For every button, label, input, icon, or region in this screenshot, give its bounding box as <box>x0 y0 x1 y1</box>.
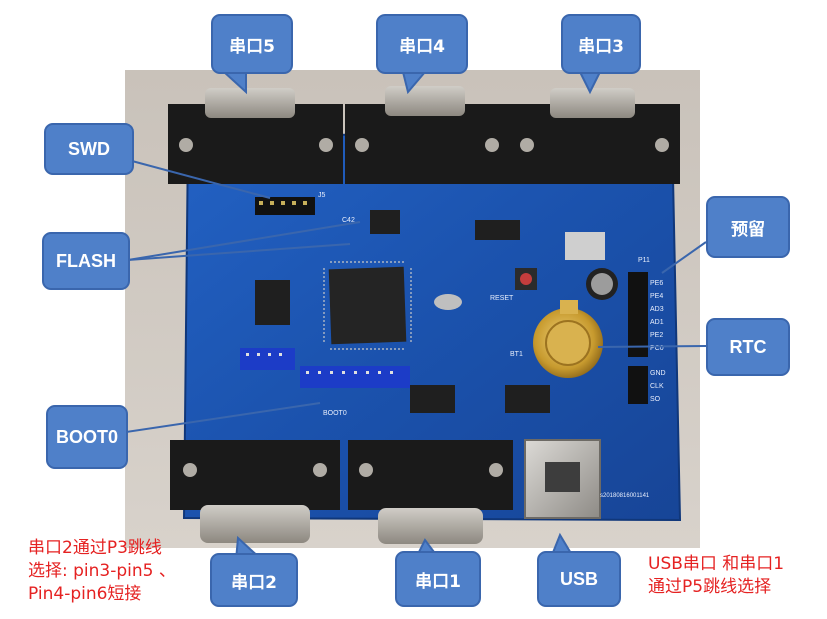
mcu-chip <box>328 266 407 345</box>
db9-connector-uart1 <box>348 440 513 544</box>
silk-reset: RESET <box>490 295 514 302</box>
jumper-header-p3 <box>240 348 410 388</box>
transceiver-chip <box>255 280 290 325</box>
svg-text:CLK: CLK <box>650 383 664 390</box>
transceiver-chip-4 <box>410 385 455 413</box>
swd-header <box>255 197 315 215</box>
svg-text:AD3: AD3 <box>650 306 664 313</box>
callout-uart2: 串口2 <box>210 553 298 607</box>
db9-connector-uart3 <box>510 88 680 184</box>
silk-c42: C42 <box>342 217 355 224</box>
callout-swd: SWD <box>44 123 134 175</box>
reserved-pin-header <box>628 272 648 404</box>
silk-serial: s20180816001141 <box>600 493 650 499</box>
note-usb-uart1-jumper: USB串口 和串口1 通过P5跳线选择 <box>648 554 785 597</box>
silk-bt1: BT1 <box>510 351 523 358</box>
db9-connector-uart4 <box>345 86 510 184</box>
note-uart2-jumper: 串口2通过P3跳线 选择: pin3-pin5 、 Pin4-pin6短接 <box>28 538 176 604</box>
svg-text:PC0: PC0 <box>650 345 664 352</box>
svg-text:SO: SO <box>650 396 661 403</box>
transceiver-chip-3 <box>505 385 550 413</box>
svg-text:GND: GND <box>650 370 666 377</box>
callout-rtc: RTC <box>706 318 790 376</box>
callout-uart5: 串口5 <box>211 14 293 74</box>
db9-connector-uart5 <box>168 88 343 184</box>
flash-chip <box>370 210 400 234</box>
callout-pointers <box>125 160 707 433</box>
callout-boot0: BOOT0 <box>46 405 128 469</box>
crystal <box>434 294 462 310</box>
silk-right-pins: PE6 PE4 AD3 AD1 PE2 PC0 GND CLK SO <box>650 280 666 403</box>
silk-j5: J5 <box>318 192 326 199</box>
callout-uart3: 串口3 <box>561 14 641 74</box>
db9-connector-uart2 <box>170 440 340 543</box>
voltage-regulator <box>565 232 605 260</box>
callout-reserved: 预留 <box>706 196 790 258</box>
callout-flash: FLASH <box>42 232 130 290</box>
silk-boot0: BOOT0 <box>323 410 347 417</box>
svg-text:AD1: AD1 <box>650 319 664 326</box>
svg-text:PE4: PE4 <box>650 293 663 300</box>
transceiver-chip-2 <box>475 220 520 240</box>
callout-uart4: 串口4 <box>376 14 468 74</box>
svg-text:PE2: PE2 <box>650 332 663 339</box>
callout-uart1: 串口1 <box>395 551 481 607</box>
callout-usb: USB <box>537 551 621 607</box>
svg-text:PE6: PE6 <box>650 280 663 287</box>
silk-p11: P11 <box>638 257 650 264</box>
